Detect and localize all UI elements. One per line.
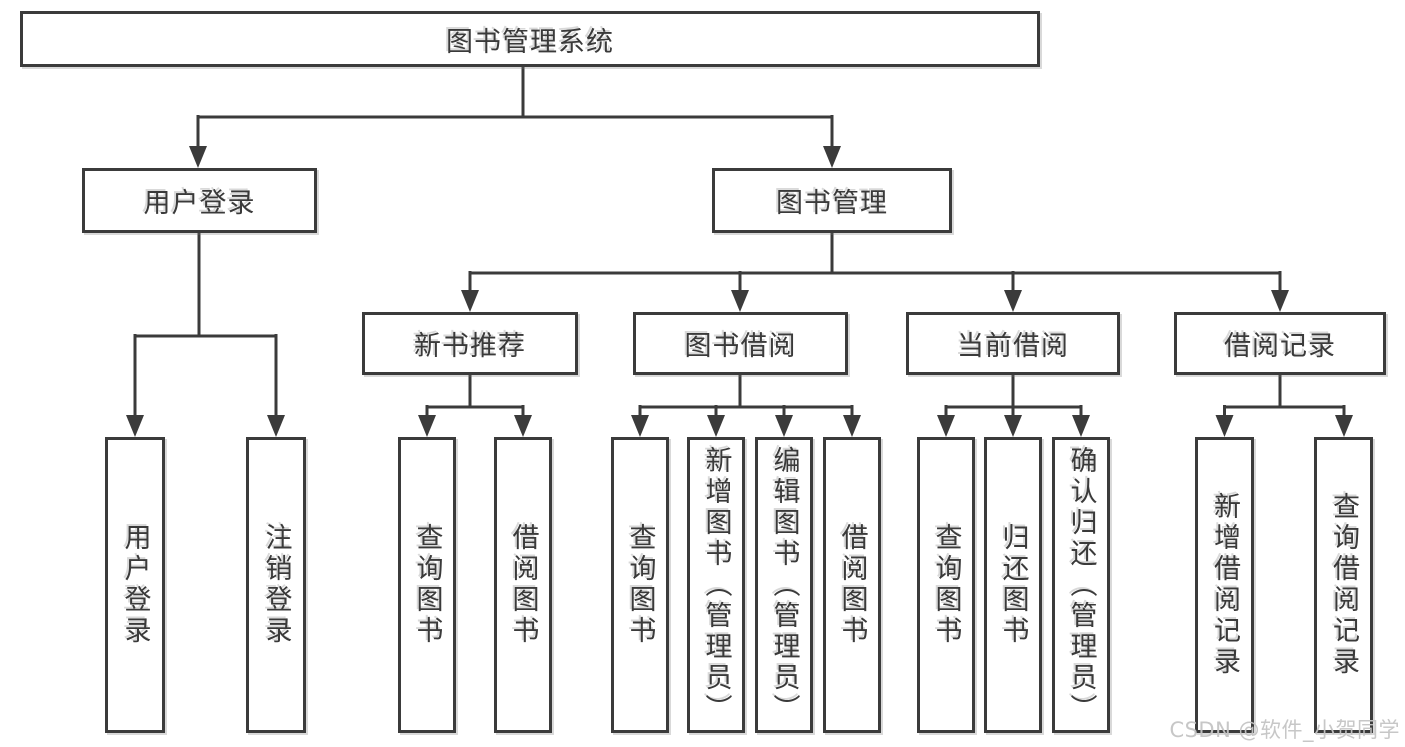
leaf-borrow-query-books-label: 查询图书: [624, 523, 656, 647]
leaf-current-return-books-label: 归还图书: [997, 523, 1029, 647]
connector-user-login-children: [126, 233, 285, 437]
leaf-borrow-add-books-label: 新增图书（管理员）: [700, 445, 732, 725]
leaf-records-query-record: 查询借阅记录: [1314, 437, 1373, 733]
leaf-borrow-borrow-books: 借阅图书: [823, 437, 881, 733]
leaf-borrow-borrow-books-label: 借阅图书: [836, 523, 868, 647]
node-new-book-recommend-label: 新书推荐: [414, 331, 526, 362]
leaf-records-add-record: 新增借阅记录: [1195, 437, 1254, 733]
node-root-label: 图书管理系统: [446, 26, 614, 58]
node-book-management-label: 图书管理: [776, 188, 888, 219]
leaf-recommend-borrow-books: 借阅图书: [494, 437, 552, 733]
connector-book-management-children: [461, 233, 1289, 312]
node-new-book-recommend: 新书推荐: [362, 312, 578, 375]
node-user-login: 用户登录: [82, 168, 317, 233]
leaf-current-confirm-return-label: 确认归还（管理员）: [1065, 445, 1097, 725]
connector-current-borrow-children: [937, 375, 1090, 437]
leaf-current-query-books: 查询图书: [917, 437, 975, 733]
connector-borrow-records-children: [1215, 375, 1353, 437]
leaf-records-add-record-label: 新增借阅记录: [1209, 492, 1240, 678]
connector-book-borrow-children: [631, 375, 861, 437]
node-root: 图书管理系统: [20, 11, 1040, 67]
leaf-borrow-edit-books: 编辑图书（管理员）: [755, 437, 813, 733]
leaf-recommend-borrow-books-label: 借阅图书: [507, 523, 539, 647]
connector-root-to-level2: [189, 67, 841, 168]
connector-new-book-recommend-children: [418, 375, 532, 437]
leaf-logout-label: 注销登录: [260, 523, 292, 647]
leaf-recommend-query-books-label: 查询图书: [411, 523, 443, 647]
leaf-current-return-books: 归还图书: [984, 437, 1042, 733]
node-current-borrow-label: 当前借阅: [957, 331, 1069, 362]
leaf-logout: 注销登录: [246, 437, 306, 733]
node-user-login-label: 用户登录: [143, 188, 256, 219]
node-book-management: 图书管理: [712, 168, 952, 233]
leaf-user-login-label: 用户登录: [119, 523, 151, 647]
leaf-current-confirm-return: 确认归还（管理员）: [1052, 437, 1110, 733]
node-borrow-records-label: 借阅记录: [1224, 331, 1336, 362]
node-borrow-records: 借阅记录: [1174, 312, 1386, 375]
leaf-records-query-record-label: 查询借阅记录: [1328, 492, 1359, 678]
leaf-current-query-books-label: 查询图书: [930, 523, 962, 647]
leaf-borrow-add-books: 新增图书（管理员）: [687, 437, 745, 733]
leaf-borrow-edit-books-label: 编辑图书（管理员）: [768, 445, 800, 725]
node-current-borrow: 当前借阅: [906, 312, 1120, 375]
node-book-borrow-label: 图书借阅: [684, 331, 797, 362]
leaf-recommend-query-books: 查询图书: [398, 437, 456, 733]
node-book-borrow: 图书借阅: [633, 312, 848, 375]
leaf-user-login: 用户登录: [105, 437, 165, 733]
leaf-borrow-query-books: 查询图书: [611, 437, 669, 733]
watermark-text: CSDN @软件_小贺同学: [1169, 718, 1400, 742]
